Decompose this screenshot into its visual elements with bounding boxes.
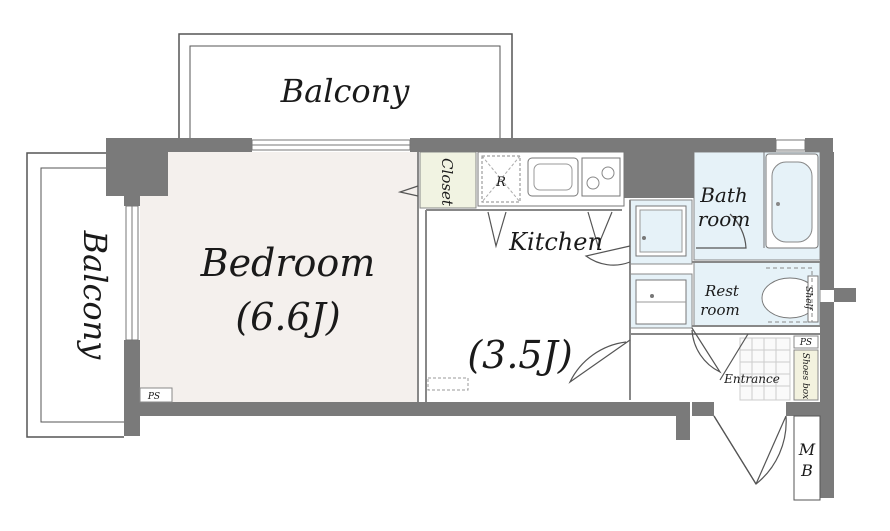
partitions	[417, 152, 820, 402]
balcony-left-label: Balcony	[76, 230, 114, 361]
bathroom-label-line2: room	[698, 207, 751, 231]
shoes-box	[793, 349, 819, 401]
ps-left-label: PS	[147, 392, 160, 402]
closet-label: Closet	[438, 158, 456, 207]
bathroom-label-line1: Bath	[699, 183, 748, 207]
shelf-label: Shelf	[803, 286, 813, 311]
windows	[125, 139, 806, 341]
entrance-label: Entrance	[723, 372, 780, 386]
balcony-top-area	[178, 33, 513, 138]
ps-left-box	[139, 387, 173, 403]
restroom-label-line1: Rest	[704, 282, 740, 300]
washer	[635, 205, 687, 257]
bedroom-label: Bedroom	[200, 241, 376, 285]
bedroom-floor	[140, 152, 418, 402]
doors	[397, 185, 787, 485]
floor-vent	[427, 377, 469, 391]
fridge-space	[481, 155, 521, 203]
entrance-tiles	[739, 337, 791, 401]
ps-right-box	[793, 335, 819, 349]
kitchen-sink	[527, 157, 579, 197]
closet-floor	[419, 151, 477, 209]
bedroom-size-label: (6.6J)	[235, 295, 340, 339]
balcony-left-area	[26, 152, 124, 438]
kitchen-label: Kitchen	[508, 228, 603, 256]
mb-label-line1: M	[798, 440, 816, 459]
restroom-label-line2: room	[700, 301, 739, 319]
mb-label-line2: B	[800, 461, 813, 480]
bathtub	[763, 152, 819, 249]
ps-right-label: PS	[799, 338, 812, 348]
balcony-top-label: Balcony	[280, 72, 411, 110]
kitchen-size-label: (3.5J)	[467, 333, 572, 377]
stove	[581, 157, 621, 197]
toilet	[761, 267, 819, 323]
kitchen-counter	[477, 151, 625, 207]
shoes-box-label: Shoes box	[800, 353, 810, 399]
walls	[106, 138, 856, 501]
fridge-label: R	[495, 175, 506, 190]
vanity	[635, 279, 687, 325]
